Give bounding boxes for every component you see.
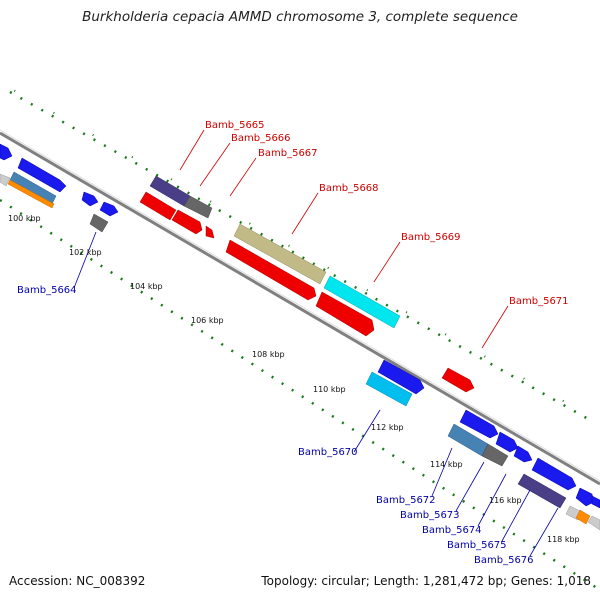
gene-block[interactable] xyxy=(517,473,567,509)
gene-block[interactable] xyxy=(233,223,327,285)
gene-block[interactable] xyxy=(481,443,509,467)
gene-label-bamb-5675[interactable]: Bamb_5675 xyxy=(447,540,507,551)
gene-block[interactable] xyxy=(377,359,425,395)
tick-label: 110 kbp xyxy=(313,385,346,394)
tick-label: 102 kbp xyxy=(69,248,102,257)
gene-block[interactable] xyxy=(81,191,99,207)
tick-label: 106 kbp xyxy=(191,316,224,325)
gene-block[interactable] xyxy=(205,225,215,239)
gene-block[interactable] xyxy=(225,239,317,301)
gene-block[interactable] xyxy=(513,445,533,463)
accession-text: Accession: NC_008392 xyxy=(9,574,146,588)
gene-label-bamb-5676[interactable]: Bamb_5676 xyxy=(474,555,534,566)
gene-label-bamb-5670[interactable]: Bamb_5670 xyxy=(298,447,358,458)
gene-block[interactable] xyxy=(7,179,55,209)
gene-block[interactable] xyxy=(587,515,600,531)
gene-label-bamb-5667[interactable]: Bamb_5667 xyxy=(258,148,318,159)
genes-outer xyxy=(0,143,600,531)
tick-label: 104 kbp xyxy=(130,282,163,291)
gene-block[interactable] xyxy=(575,487,595,507)
gene-block[interactable] xyxy=(531,457,577,491)
gene-label-bamb-5665[interactable]: Bamb_5665 xyxy=(205,120,265,131)
chromosome-backbone xyxy=(0,129,600,486)
tick-label: 118 kbp xyxy=(547,535,580,544)
tick-labels: 100 kbp 102 kbp 104 kbp 106 kbp 108 kbp … xyxy=(8,214,580,544)
gene-block[interactable] xyxy=(17,157,67,193)
tick-label: 116 kbp xyxy=(489,496,522,505)
map-title: Burkholderia cepacia AMMD chromosome 3, … xyxy=(82,9,518,25)
gene-block[interactable] xyxy=(315,291,375,337)
gene-block[interactable] xyxy=(171,209,203,235)
gene-block[interactable] xyxy=(99,201,119,217)
tick-label: 112 kbp xyxy=(371,423,404,432)
gene-block[interactable] xyxy=(89,213,109,233)
gene-block[interactable] xyxy=(575,509,591,525)
gene-block[interactable] xyxy=(0,173,11,187)
gene-label-bamb-5669[interactable]: Bamb_5669 xyxy=(401,232,461,243)
gene-label-bamb-5673[interactable]: Bamb_5673 xyxy=(400,510,460,521)
tick-label: 100 kbp xyxy=(8,214,41,223)
genes-reverse xyxy=(139,191,475,393)
gene-label-bamb-5666[interactable]: Bamb_5666 xyxy=(231,133,291,144)
tick-label: 114 kbp xyxy=(430,460,463,469)
gene-block[interactable] xyxy=(459,409,499,439)
tick-label: 108 kbp xyxy=(252,350,285,359)
gene-label-bamb-5671[interactable]: Bamb_5671 xyxy=(509,296,569,307)
gene-label-bamb-5664[interactable]: Bamb_5664 xyxy=(17,285,77,296)
gene-label-bamb-5674[interactable]: Bamb_5674 xyxy=(422,525,482,536)
gene-block[interactable] xyxy=(183,195,213,219)
gene-block[interactable] xyxy=(591,495,600,509)
gene-block[interactable] xyxy=(323,275,401,329)
gene-label-bamb-5668[interactable]: Bamb_5668 xyxy=(319,183,379,194)
gene-labels: Bamb_5665 Bamb_5666 Bamb_5667 Bamb_5668 … xyxy=(17,120,569,566)
gene-block[interactable] xyxy=(365,371,413,407)
topology-text: Topology: circular; Length: 1,281,472 bp… xyxy=(261,574,591,588)
label-leaders xyxy=(73,129,559,557)
gene-block[interactable] xyxy=(495,431,519,453)
gene-block[interactable] xyxy=(0,143,13,161)
gene-block[interactable] xyxy=(441,367,475,393)
gene-label-bamb-5672[interactable]: Bamb_5672 xyxy=(376,495,436,506)
gene-block[interactable] xyxy=(139,191,177,221)
